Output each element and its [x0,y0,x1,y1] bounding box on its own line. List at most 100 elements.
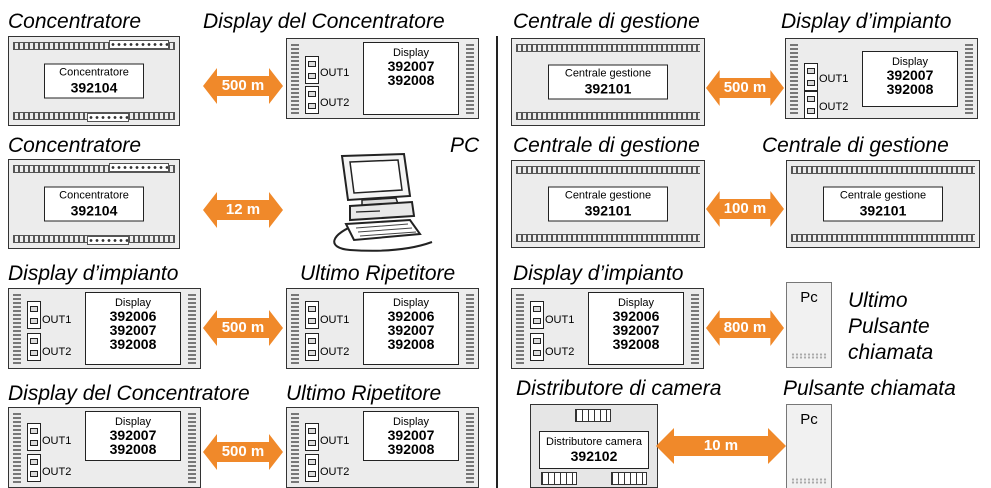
device-code: 392008 [109,336,157,352]
distance-arrow: 500 m [203,434,283,470]
device-name: Centrale gestione [564,67,652,80]
pulsante-label: Pc [800,411,818,428]
display-device: OUT1 OUT2 Display 392006 392007 392008 [286,288,479,369]
connector [541,472,577,485]
centrale-gestione-module: Centrale gestione 392101 [511,38,705,126]
device-name: Concentratore [59,66,129,79]
device-code: 392007 [387,322,435,338]
centrale-gestione-module: Centrale gestione 392101 [511,160,705,248]
device-code: 392102 [570,448,618,464]
terminal-block [305,301,319,329]
display-device: OUT1 OUT2 Display 392006 392007 392008 [511,288,704,369]
device-code: 392007 [387,58,435,74]
concentratore-module: Concentratore 392104 [8,159,180,249]
device-code: 392008 [387,441,435,457]
heading-ultimo-pulsante-chiamata: Ultimo Pulsante chiamata [848,289,934,364]
distance-arrow: 500 m [203,68,283,104]
pulsante-chiamata-device: Pc [786,404,832,488]
heading-ultimo-ripetitore: Ultimo Ripetitore [300,262,456,285]
out2-label: OUT2 [320,97,350,109]
distance-arrow: 12 m [203,192,283,228]
device-code: 392101 [859,202,907,219]
device-name: Display [617,297,655,309]
distance-label: 500 m [221,443,265,460]
pulsante-label: Pc [800,289,818,306]
terminal-pins [109,40,169,49]
heading-distributore-camera: Distributore di camera [516,377,722,400]
terminal-block [305,86,319,114]
device-name: Display [392,297,430,309]
display-screen: Display 392007 392008 [363,411,459,461]
heading-display-impianto-r: Display d’impianto [781,10,952,33]
display-screen: Display 392006 392007 392008 [85,292,181,365]
device-code: 392008 [886,81,934,97]
terminal-block [804,63,818,91]
device-code: 392007 [612,322,660,338]
out1-label: OUT1 [320,67,350,79]
heading-display-concentratore-2: Display del Concentratore [8,382,250,405]
device-code: 392008 [612,336,660,352]
heading-pulsante-chiamata: Pulsante chiamata [783,377,956,400]
out1-label: OUT1 [819,73,849,85]
distance-label: 500 m [723,79,767,96]
module-label: Distributore camera 392102 [539,431,649,469]
device-code: 392006 [109,308,157,324]
terminal-block [27,301,41,329]
device-name: Display [114,416,152,428]
heading-pc: PC [450,134,480,157]
out1-label: OUT1 [545,314,575,326]
device-name: Display [392,416,430,428]
distance-arrow: 10 m [656,428,786,464]
device-code: 392006 [612,308,660,324]
device-code: 392104 [70,79,118,96]
heading-display-impianto-r2: Display d’impianto [513,262,684,285]
display-device: OUT1 OUT2 Display 392007 392008 [8,407,201,488]
out2-label: OUT2 [545,346,575,358]
terminal-pins [87,113,129,122]
distance-label: 10 m [703,437,739,454]
display-screen: Display 392007 392008 [862,51,958,107]
device-code: 392007 [387,427,435,443]
distance-arrow: 500 m [203,310,283,346]
terminal-block [804,91,818,119]
pc-computer-icon [333,152,433,252]
terminal-block [27,423,41,451]
distance-label: 500 m [221,77,265,94]
module-label: Centrale gestione 392101 [548,64,668,100]
terminal-block [305,423,319,451]
display-device: OUT1 OUT2 Display 392007 392008 [286,407,479,488]
distance-label: 100 m [723,200,767,217]
out2-label: OUT2 [320,346,350,358]
out1-label: OUT1 [320,314,350,326]
device-name: Display [891,56,929,68]
terminal-pins [109,163,169,172]
display-device: OUT1 OUT2 Display 392006 392007 392008 [8,288,201,369]
connector [575,409,611,422]
terminal-block [530,301,544,329]
device-name: Concentratore [59,189,129,202]
heading-concentratore: Concentratore [8,10,142,33]
display-screen: Display 392007 392008 [85,411,181,461]
out2-label: OUT2 [819,101,849,113]
display-device: OUT1 OUT2 Display 392007 392008 [785,38,978,119]
out2-label: OUT2 [320,466,350,478]
module-label: Centrale gestione 392101 [548,186,668,222]
display-screen: Display 392006 392007 392008 [363,292,459,365]
distance-label: 500 m [221,319,265,336]
concentratore-module: Concentratore 392104 [8,36,180,126]
terminal-block [305,454,319,482]
heading-display-concentratore: Display del Concentratore [203,10,445,33]
device-code: 392101 [584,202,632,219]
display-screen: Display 392006 392007 392008 [588,292,684,365]
heading-ultimo-ripetitore-2: Ultimo Ripetitore [286,382,442,405]
out1-label: OUT1 [42,314,72,326]
column-divider [496,36,498,488]
device-code: 392104 [70,202,118,219]
heading-centrale-gestione-2: Centrale di gestione [513,134,700,157]
distance-label: 12 m [225,201,261,218]
display-screen: Display 392007 392008 [363,42,459,115]
heading-centrale-gestione-3: Centrale di gestione [762,134,949,157]
device-code: 392007 [886,67,934,83]
device-name: Display [392,47,430,59]
device-code: 392101 [584,80,632,97]
